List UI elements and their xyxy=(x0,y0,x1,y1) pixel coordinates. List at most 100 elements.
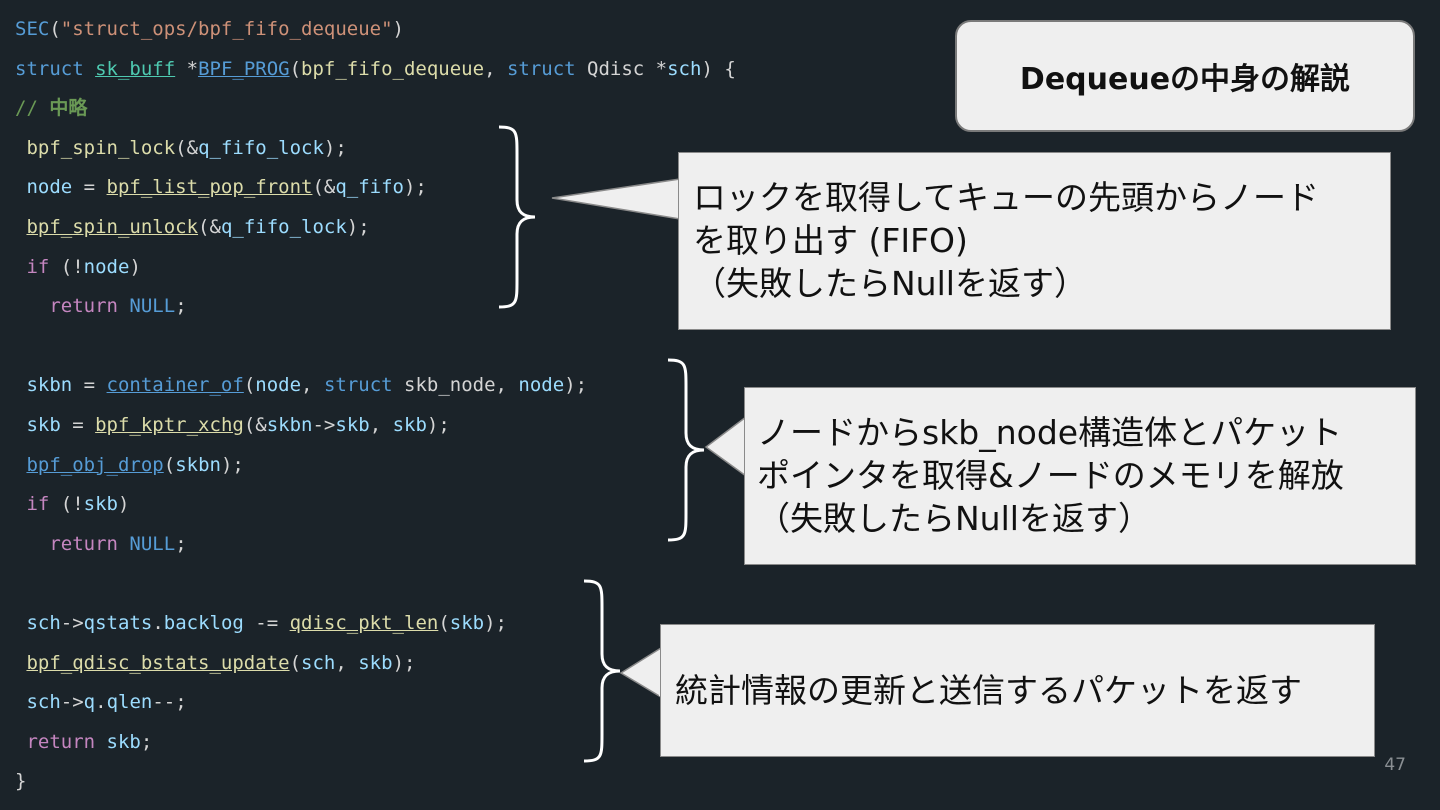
code-token: container_of xyxy=(106,374,244,397)
code-token: skb xyxy=(335,414,370,436)
code-token: SEC xyxy=(15,18,50,40)
code-token: (& xyxy=(312,176,336,199)
code-token: (& xyxy=(243,414,267,436)
code-token: return xyxy=(26,730,96,753)
code-token: node xyxy=(26,176,73,199)
callout-pointer-icon xyxy=(704,415,749,478)
code-token: ); xyxy=(564,374,588,397)
code-token: ; xyxy=(175,532,187,555)
code-token: ); xyxy=(403,176,427,199)
code-line: if (!node) xyxy=(15,255,140,279)
code-token xyxy=(15,414,26,436)
code-line: bpf_obj_drop(skbn); xyxy=(15,453,244,477)
brace-icon xyxy=(667,358,705,542)
code-token: ; xyxy=(140,730,153,753)
code-line: skbn = container_of(node, struct skb_nod… xyxy=(15,373,587,397)
code-token: } xyxy=(15,770,27,793)
code-token: skb xyxy=(26,414,61,436)
code-token: skbn xyxy=(26,374,73,397)
code-token: , xyxy=(484,57,507,80)
code-token: -> xyxy=(312,414,336,436)
callout-line: ノードからskb_node構造体とパケット xyxy=(757,413,1343,452)
code-line: node = bpf_list_pop_front(&q_fifo); xyxy=(15,175,427,199)
code-token: qlen xyxy=(106,691,153,714)
code-token: struct xyxy=(323,374,393,397)
code-token: bpf_obj_drop xyxy=(26,453,164,476)
code-token: ); xyxy=(484,612,507,634)
code-token: * xyxy=(175,57,199,80)
code-token: node xyxy=(518,374,565,397)
code-line: } xyxy=(15,769,26,793)
callout-line: （失敗したらNullを返す） xyxy=(693,264,1087,303)
code-token xyxy=(15,256,26,278)
code-token: backlog xyxy=(163,612,244,634)
code-token xyxy=(15,176,26,198)
code-token: NULL xyxy=(129,295,176,318)
code-line: bpf_qdisc_bstats_update(sch, skb); xyxy=(15,651,415,675)
code-token: -= xyxy=(243,612,290,634)
code-line: sch->qstats.backlog -= qdisc_pkt_len(skb… xyxy=(15,611,507,635)
code-token xyxy=(15,533,49,555)
code-token: Qdisc * xyxy=(575,57,668,80)
code-token: 中略 xyxy=(49,97,88,120)
code-token: skb xyxy=(106,730,141,753)
slide-title-text: Dequeueの中身の解説 xyxy=(1019,62,1351,97)
callout-line: 統計情報の更新と送信するパケットを返す xyxy=(675,671,1302,710)
code-token: ( xyxy=(163,453,176,476)
code-token: return xyxy=(49,295,118,318)
code-token xyxy=(118,533,129,555)
code-token: if xyxy=(26,255,50,278)
code-token: "struct_ops/bpf_fifo_dequeue" xyxy=(60,18,393,40)
code-line: return skb; xyxy=(15,730,152,754)
code-token: ; xyxy=(175,295,187,318)
code-token: -> xyxy=(60,612,84,634)
callout-node-free: ノードからskb_node構造体とパケット ポインタを取得&ノードのメモリを解放… xyxy=(744,387,1416,565)
code-token: node xyxy=(255,374,302,397)
code-token: bpf_kptr_xchg xyxy=(95,414,244,436)
code-token: ( xyxy=(243,374,256,397)
code-token: skb xyxy=(358,651,393,674)
callout-lock-pop: ロックを取得してキューの先頭からノード を取り出す (FIFO) （失敗したらN… xyxy=(678,152,1391,330)
code-token: , xyxy=(335,651,359,674)
code-line: struct sk_buff *BPF_PROG(bpf_fifo_dequeu… xyxy=(15,57,736,81)
code-token xyxy=(15,374,26,396)
callout-line: （失敗したらNullを返す） xyxy=(757,499,1151,538)
brace-icon xyxy=(583,579,621,763)
code-token: q_fifo xyxy=(335,176,404,199)
code-token: ); xyxy=(346,216,370,238)
code-token: (! xyxy=(49,255,84,278)
code-line: bpf_spin_unlock(&q_fifo_lock); xyxy=(15,215,370,239)
code-token: sk_buff xyxy=(95,57,176,80)
code-token: ) xyxy=(392,18,404,40)
code-token: if xyxy=(26,493,50,516)
code-token: node xyxy=(83,255,130,278)
code-token: (& xyxy=(175,136,199,159)
code-line: return NULL; xyxy=(15,532,187,556)
code-token: ); xyxy=(323,136,347,159)
code-token: = xyxy=(72,176,107,199)
code-line: return NULL; xyxy=(15,294,187,318)
code-token: ); xyxy=(220,453,244,476)
code-line: SEC("struct_ops/bpf_fifo_dequeue") xyxy=(15,17,404,41)
code-token: skb_node, xyxy=(392,374,519,397)
code-token: // xyxy=(15,97,50,120)
code-token: skb xyxy=(392,414,427,436)
code-token xyxy=(15,216,26,238)
code-token: ( xyxy=(289,651,302,674)
code-token: skbn xyxy=(175,453,221,476)
callout-pointer-icon xyxy=(619,646,664,699)
callout-pointer-icon xyxy=(551,178,683,220)
code-token: sch xyxy=(301,651,336,674)
code-token xyxy=(15,295,49,317)
code-token xyxy=(15,652,26,674)
code-line: bpf_spin_lock(&q_fifo_lock); xyxy=(15,136,347,160)
code-token: . xyxy=(95,691,107,714)
code-token: sch xyxy=(26,691,61,714)
code-token: BPF_PROG xyxy=(198,57,290,80)
code-token: ( xyxy=(438,612,450,634)
code-token: qdisc_pkt_len xyxy=(289,612,439,634)
code-token: bpf_qdisc_bstats_update xyxy=(26,651,290,674)
code-line: // 中略 xyxy=(15,96,87,120)
code-token: ( xyxy=(289,57,302,80)
code-token: ) { xyxy=(701,57,736,80)
